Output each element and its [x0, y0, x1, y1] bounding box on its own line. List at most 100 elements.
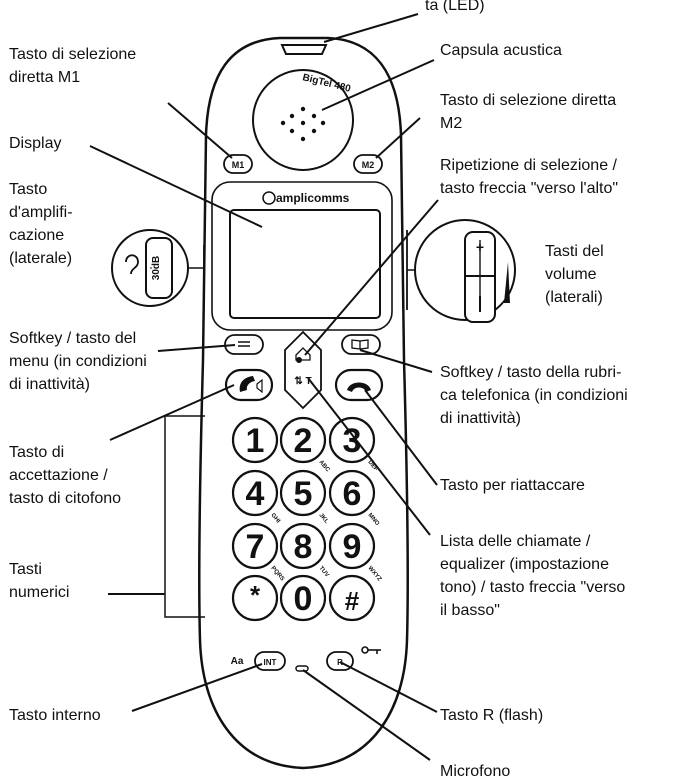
leader-r: [339, 661, 438, 713]
label-led: ta (LED): [425, 0, 485, 14]
leader-led: [323, 13, 419, 43]
keypad-digit: 9: [343, 528, 362, 566]
leader-display: [89, 145, 263, 228]
label-phonebook-softkey: Softkey / tasto della rubri- ca telefoni…: [440, 364, 628, 427]
leader-calls-list: [307, 377, 431, 536]
handset: [197, 36, 410, 770]
keypad-digit: 8: [294, 528, 313, 566]
phonebook-softkey[interactable]: [341, 334, 381, 355]
handset-outline: [197, 36, 410, 770]
keypad-digit: 0: [294, 580, 313, 618]
keypad-digit: 5: [294, 475, 313, 513]
menu-softkey[interactable]: [224, 334, 264, 355]
label-m1-key: Tasto di selezione diretta M1: [9, 46, 137, 86]
numeric-keys-bracket: [108, 415, 205, 618]
leader-m2: [375, 117, 421, 159]
leader-m1: [167, 102, 233, 159]
keypad-digit: 3: [343, 422, 362, 460]
m1-key[interactable]: M1: [223, 154, 253, 174]
microphone-hole: [295, 665, 309, 672]
keypad-digit: 2: [294, 422, 313, 460]
text-size-label: Aa: [231, 656, 244, 667]
label-accept-key: Tasto di accettazione / tasto di citofon…: [9, 444, 122, 507]
hangup-key[interactable]: [334, 368, 384, 402]
label-internal-key: Tasto interno: [9, 707, 101, 724]
keypad-key[interactable]: 1: [231, 416, 279, 464]
m1-key-label: M1: [232, 160, 245, 170]
label-display: Display: [9, 135, 62, 152]
leader-microphone: [302, 669, 431, 761]
m2-key[interactable]: M2: [353, 154, 383, 174]
keypad-letters: PQRS: [269, 565, 285, 582]
leader-menu: [157, 344, 236, 352]
keypad-digit: 1: [246, 422, 265, 460]
keypad-letters: TUV: [317, 565, 329, 578]
hearing-icon: [125, 254, 139, 275]
keypad-key[interactable]: *: [231, 574, 279, 622]
label-numeric-keys: Tasti numerici: [9, 561, 70, 601]
label-m2-key: Tasto di selezione diretta M2: [440, 92, 617, 132]
earpiece: [252, 69, 354, 171]
label-earpiece: Capsula acustica: [440, 42, 562, 59]
keypad-letters: WXYZ: [366, 565, 382, 582]
boost-key-label: 30dB: [151, 256, 162, 280]
keypad-key[interactable]: #: [328, 574, 376, 622]
equalizer-icon: ⇅ T: [294, 376, 311, 387]
phone-handset-icon: [239, 376, 255, 392]
keypad-digit: #: [345, 586, 360, 616]
intercom-speaker-icon: [256, 378, 263, 394]
accept-call-key[interactable]: [224, 368, 274, 402]
screen-bezel: [211, 181, 393, 331]
leader-accept: [109, 384, 235, 441]
arrow-up-dot-icon: [296, 357, 302, 363]
label-redial-up: Ripetizione di selezione / tasto freccia…: [440, 157, 619, 197]
label-microphone: Microfono: [440, 763, 511, 780]
label-menu-softkey: Softkey / tasto del menu (in condizioni …: [9, 330, 147, 393]
keypad-digit: 6: [343, 475, 362, 513]
keypad-digit: *: [250, 580, 261, 610]
key-lock-icon: [361, 646, 381, 654]
brand-name: amplicomms: [276, 191, 350, 205]
internal-key-label: INT: [264, 658, 277, 667]
keypad-letters: MNO: [366, 512, 380, 527]
leader-lines: [89, 13, 439, 761]
boost-key-inset[interactable]: 30dB: [111, 229, 189, 307]
leader-phonebook: [359, 349, 433, 373]
leader-internal: [131, 663, 263, 712]
keypad-letters: GHI: [269, 512, 281, 524]
m2-key-label: M2: [362, 160, 375, 170]
keypad-letters: ABC: [317, 459, 330, 473]
keypad-key[interactable]: 0: [279, 574, 327, 622]
display-screen: [229, 209, 381, 319]
leader-redial: [304, 199, 439, 356]
label-hangup-key: Tasto per riattaccare: [440, 477, 585, 494]
earpiece-holes: [280, 106, 326, 142]
keypad-letters: JKL: [317, 512, 329, 525]
leader-hangup: [364, 389, 438, 486]
volume-key-inset[interactable]: +: [414, 219, 516, 323]
label-boost-key: Tasto d'amplifi- cazione (laterale): [9, 181, 73, 267]
label-r-key: Tasto R (flash): [440, 707, 544, 724]
internal-key[interactable]: INT: [254, 651, 286, 671]
label-volume-keys: Tasti del volume (laterali): [545, 243, 604, 306]
volume-plus-icon: +: [476, 239, 484, 255]
label-calls-list: Lista delle chiamate / equalizer (impost…: [440, 533, 626, 619]
redial-home-icon: [295, 347, 311, 361]
keypad-digit: 7: [246, 528, 265, 566]
led-slot: [280, 44, 328, 55]
nav-up-down-key[interactable]: ⇅ T: [284, 330, 322, 410]
keypad-digit: 4: [246, 475, 265, 513]
volume-wedge-icon: [504, 262, 510, 303]
hangup-handset-icon: [347, 382, 371, 392]
leader-earpiece: [321, 59, 435, 111]
